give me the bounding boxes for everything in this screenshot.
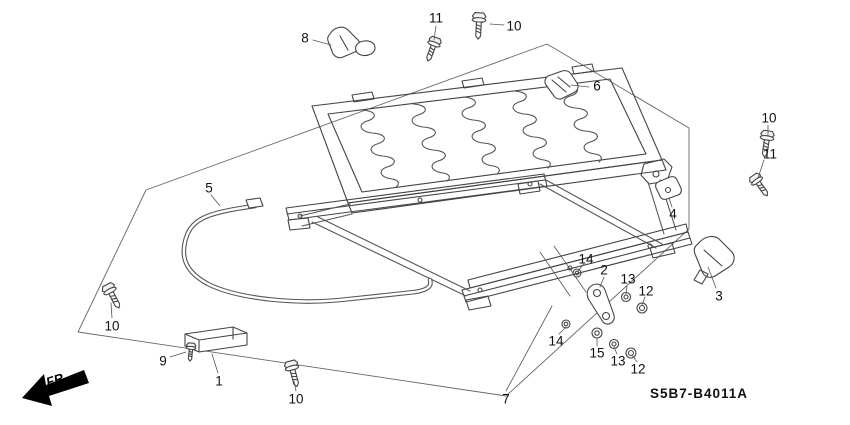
callout-label-12: 12 [630,361,646,377]
fr-arrow-icon [22,370,89,406]
bracket-part-3 [694,237,734,284]
callout-label-10: 10 [506,18,522,34]
callout-label-13: 13 [620,271,636,287]
link-washer-cluster [562,269,647,358]
callout-label-5: 5 [205,180,213,196]
bolt-icon-10-top [470,12,487,40]
callout-label-13: 13 [610,353,626,369]
bolt-icon-10-left [100,281,126,312]
callout-label-4: 4 [669,206,677,222]
callout-label-14: 14 [578,251,594,267]
callout-label-1: 1 [215,373,223,389]
callout-label-11: 11 [428,10,444,26]
callout-label-7: 7 [502,391,510,407]
callout-label-15: 15 [589,345,605,361]
screw-icon-9 [184,342,197,362]
leader-lines [111,24,768,391]
bolt-icon-10-bottom [283,358,304,389]
callout-label-6: 6 [593,78,601,94]
callout-label-2: 2 [600,262,608,278]
slide-rail-left [286,174,547,230]
callout-label-10: 10 [288,391,304,407]
boundary-outline [78,44,689,396]
callout-label-9: 9 [159,353,167,369]
seat-springs [361,85,601,187]
wire-rod-part-5 [184,198,431,301]
cover-part-8 [328,27,375,57]
bracket-part-6 [545,71,578,99]
screw-icon-11-top [421,35,443,64]
clamp-part-4 [656,177,682,200]
callout-label-8: 8 [301,30,309,46]
callout-label-11: 11 [762,146,778,162]
part-code: S5B7-B4011A [650,386,749,401]
callout-label-10: 10 [761,110,777,126]
callout-label-12: 12 [638,283,654,299]
slide-rail-right [462,224,692,310]
callout-label-3: 3 [715,288,723,304]
callout-label-10: 10 [104,318,120,334]
screw-icon-11-right [747,171,773,200]
callout-label-14: 14 [548,333,564,349]
sensor-part-1 [185,327,247,352]
